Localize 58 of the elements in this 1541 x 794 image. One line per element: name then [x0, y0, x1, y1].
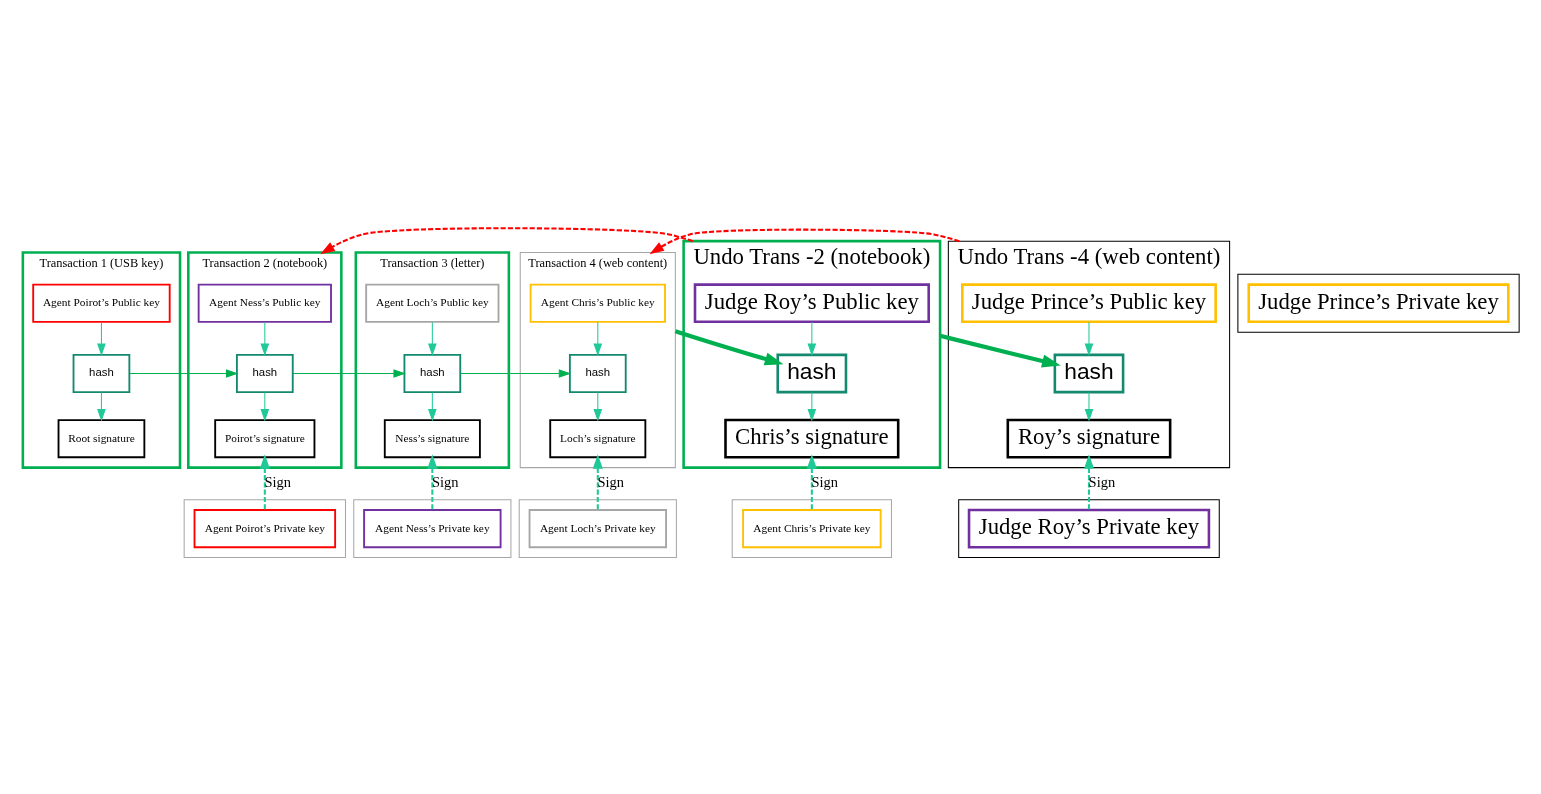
- arrow: [259, 454, 270, 510]
- node-box: hash: [403, 354, 461, 394]
- arrow: [427, 321, 437, 356]
- arrow: [592, 321, 602, 356]
- node-box: Agent Ness’s Private key: [362, 509, 501, 549]
- arrow: [1084, 391, 1093, 422]
- arrow: [592, 454, 603, 510]
- node-box: Chris’s signature: [723, 418, 899, 459]
- arrow: [459, 369, 571, 378]
- arrow: [96, 391, 106, 422]
- arrow: [1083, 454, 1094, 510]
- node-box: hash: [568, 354, 627, 394]
- arrow: [259, 391, 269, 422]
- node-box: hash: [72, 354, 130, 394]
- edge-label: Sign: [811, 474, 838, 491]
- arrow: [807, 391, 816, 422]
- arrow: [128, 369, 238, 378]
- node-box: Poirot’s signature: [213, 419, 315, 459]
- node-box: hash: [1053, 353, 1124, 394]
- node-box: Agent Loch’s Public key: [364, 283, 499, 323]
- arrow: [592, 391, 602, 422]
- cluster: [1236, 273, 1520, 333]
- cluster: [183, 499, 346, 559]
- arrow: [426, 454, 437, 510]
- node-box: Agent Loch’s Private key: [528, 509, 667, 549]
- node-box: Loch’s signature: [548, 419, 646, 459]
- arrow: [939, 333, 1061, 368]
- node-box: Roy’s signature: [1006, 418, 1171, 459]
- node-box: Agent Poirot’s Private key: [193, 509, 336, 549]
- arrow: [319, 227, 693, 255]
- arrow: [648, 228, 960, 255]
- arrow: [807, 321, 816, 356]
- edge-label: Sign: [596, 474, 624, 491]
- node-box: Judge Prince’s Public key: [960, 283, 1217, 324]
- cluster: [957, 499, 1220, 559]
- node-box: Agent Chris’s Private key: [741, 509, 882, 549]
- arrow: [806, 454, 817, 510]
- node-box: hash: [775, 353, 847, 394]
- edge-label: Sign: [431, 474, 459, 491]
- node-box: Root signature: [57, 419, 145, 459]
- edge-label: Sign: [263, 474, 291, 491]
- arrow: [427, 391, 437, 422]
- cluster: [518, 499, 677, 559]
- arrow: [291, 369, 406, 378]
- node-box: Judge Roy’s Public key: [693, 283, 930, 324]
- arrow: [1084, 321, 1093, 356]
- node-box: hash: [235, 354, 294, 394]
- cluster: [731, 499, 892, 559]
- node-box: Judge Prince’s Private key: [1246, 283, 1510, 324]
- node-box: Agent Ness’s Public key: [197, 283, 332, 323]
- node-box: Agent Poirot’s Public key: [31, 283, 171, 323]
- node-box: Judge Roy’s Private key: [967, 508, 1210, 549]
- node-box: Ness’s signature: [383, 419, 481, 459]
- arrow: [96, 321, 106, 356]
- edge-label: Sign: [1088, 474, 1115, 491]
- node-box: Agent Chris’s Public key: [529, 283, 666, 323]
- arrow: [259, 321, 269, 356]
- cluster: [352, 499, 511, 559]
